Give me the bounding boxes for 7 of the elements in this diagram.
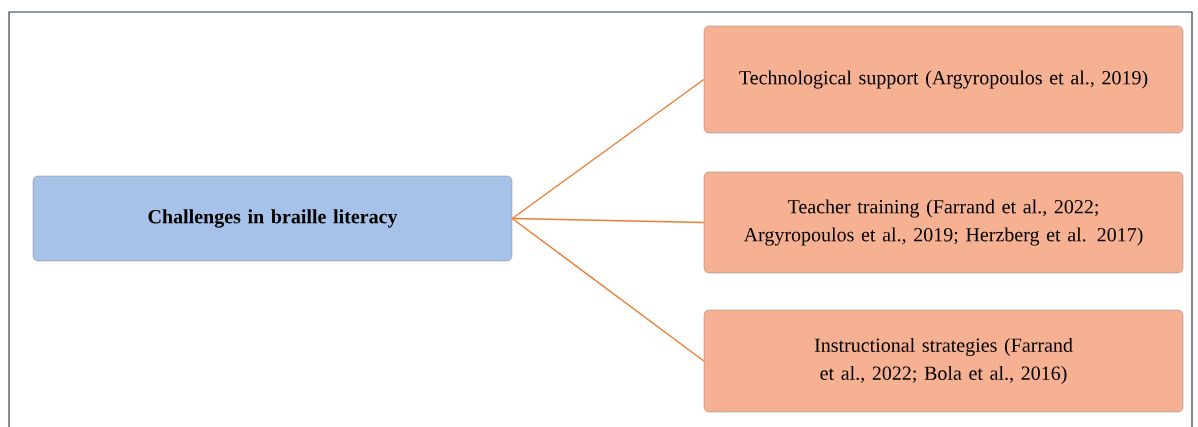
item-box: Teacher training (Farrand et al., 2022; Argyropoulos et al., 2019; Herzberg et al. 2017) — [703, 171, 1184, 274]
connector-line — [511, 217, 705, 362]
connector-line — [511, 78, 705, 220]
topic-box: Challenges in braille literacy — [32, 175, 513, 262]
item-box: Instructional strategies (Farrand et al., 2022; Bola et al., 2016) — [703, 309, 1184, 413]
item-box: Technological support (Argyropoulos et al., 2019) — [703, 25, 1184, 134]
connector-line — [511, 217, 705, 224]
